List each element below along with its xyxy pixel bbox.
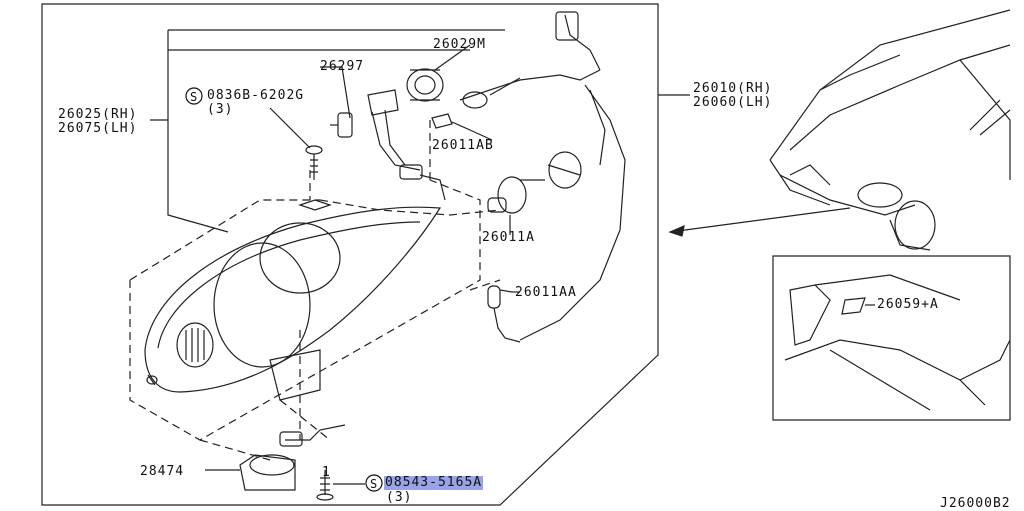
- screw-symbol-bottom: S: [370, 477, 377, 491]
- label-qty-top: (3): [207, 102, 234, 117]
- inset-frame: [772, 255, 1011, 421]
- label-0836B-6202G[interactable]: 0836B-6202G: [207, 88, 305, 103]
- diagram-code: J26000B2: [940, 496, 1011, 511]
- cap-26029M: [406, 68, 444, 102]
- label-26060-lh[interactable]: 26060(LH): [693, 95, 773, 110]
- label-26059A[interactable]: 26059+A: [877, 297, 939, 312]
- screw-bottom: [316, 470, 365, 501]
- bulb-26011AA: [487, 285, 521, 343]
- wiring-harness: [399, 11, 626, 341]
- main-frame: [41, 3, 659, 506]
- screw-top: [269, 107, 332, 211]
- bracket-line: [167, 30, 229, 233]
- inset-illustration: [784, 274, 1011, 411]
- label-qty-bottom: (3): [386, 490, 413, 505]
- label-26011AA[interactable]: 26011AA: [515, 285, 577, 300]
- label-28474[interactable]: 28474: [140, 464, 185, 479]
- exploded-guides: [129, 120, 501, 461]
- bulb-26011AB: [431, 113, 453, 129]
- label-08543-5165A[interactable]: 08543-5165A: [384, 475, 484, 490]
- bulb-26011A: [487, 151, 582, 214]
- unit-28474: [205, 424, 346, 491]
- car-illustration: [769, 9, 1011, 251]
- socket-26297: [330, 89, 421, 171]
- label-26011AB[interactable]: 26011AB: [432, 138, 494, 153]
- label-26029M[interactable]: 26029M: [433, 37, 486, 52]
- label-26297[interactable]: 26297: [320, 59, 365, 74]
- screw-symbol-top: S: [190, 90, 197, 104]
- label-26025-rh[interactable]: 26025(RH): [58, 107, 138, 122]
- label-item-number: 1: [322, 465, 331, 480]
- label-26010-rh[interactable]: 26010(RH): [693, 81, 773, 96]
- headlamp-assembly: [144, 206, 442, 401]
- label-26075-lh[interactable]: 26075(LH): [58, 121, 138, 136]
- label-26011A[interactable]: 26011A: [482, 230, 535, 245]
